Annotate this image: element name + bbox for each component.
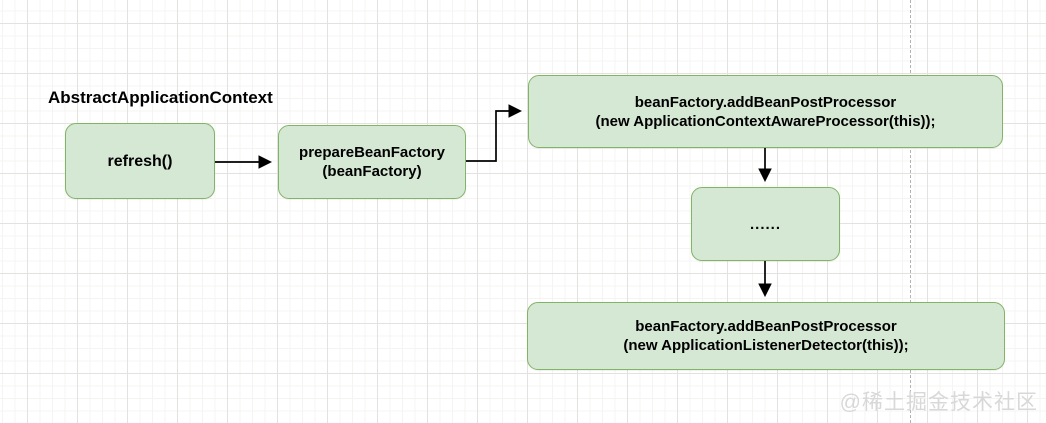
node-prepare-bean-factory: prepareBeanFactory (beanFactory) [278,125,466,199]
node-listener-line1: beanFactory.addBeanPostProcessor [635,318,897,335]
arrow-prepare-to-aware [466,104,523,162]
watermark-text: @稀土掘金技术社区 [839,391,1038,414]
node-add-listener-detector: beanFactory.addBeanPostProcessor (new Ap… [527,302,1005,370]
node-prepare-line1: prepareBeanFactory [299,144,445,161]
node-add-context-aware-processor: beanFactory.addBeanPostProcessor (new Ap… [528,75,1003,148]
node-aware-line1: beanFactory.addBeanPostProcessor [634,93,897,111]
node-refresh-label: refresh() [107,152,173,170]
diagram-title: AbstractApplicationContext [48,88,273,107]
node-aware-line2: (new ApplicationContextAwareProcessor(th… [595,112,936,130]
node-refresh: refresh() [65,123,215,199]
node-listener-line2: (new ApplicationListenerDetector(this)); [623,337,909,354]
node-ellipsis: ...... [691,187,840,261]
page-boundary-dashed-line [910,0,911,423]
node-prepare-line2: (beanFactory) [322,163,422,180]
node-ellipsis-label: ...... [749,215,781,233]
